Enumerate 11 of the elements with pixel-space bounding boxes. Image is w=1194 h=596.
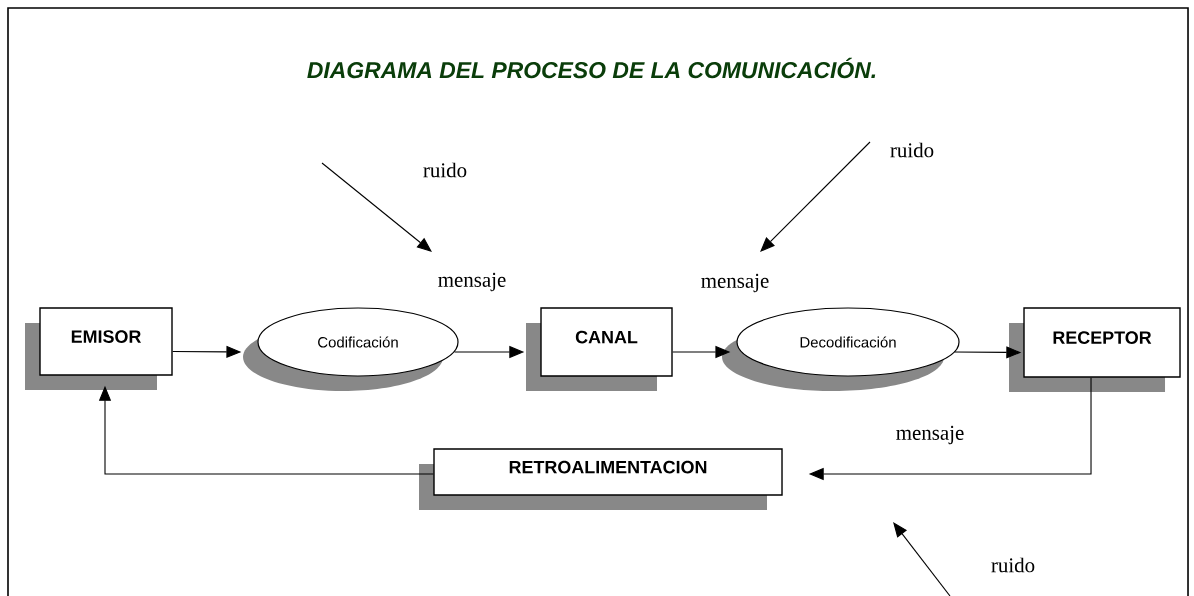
process-box: RECEPTOR	[1009, 307, 1181, 392]
process-box: RETROALIMENTACION	[419, 448, 783, 510]
edge-label: mensaje	[436, 271, 508, 293]
process-box: EMISOR	[25, 307, 173, 390]
edge-label: mensaje	[894, 424, 966, 446]
process-box: CANAL	[526, 307, 673, 391]
edge-label: mensaje	[699, 272, 771, 294]
noise-label: ruido	[890, 142, 934, 158]
noise-label: ruido	[423, 162, 467, 178]
title: DIAGRAMA DEL PROCESO DE LA COMUNICACIÓN.	[307, 57, 876, 79]
noise-label: ruido	[991, 557, 1035, 573]
